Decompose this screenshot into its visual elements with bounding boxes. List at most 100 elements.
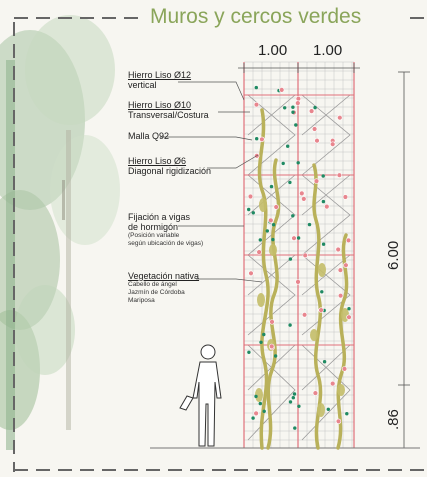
label-line: Diagonal rigidización — [128, 166, 212, 176]
label-line: vertical — [128, 80, 157, 90]
flower-dot — [311, 126, 318, 132]
label-sub-line: Cabello de ángel — [128, 281, 177, 288]
flower-dot — [301, 196, 307, 202]
leaf-dot — [283, 106, 287, 110]
label-hierro-10: Hierro Liso Ø10 Transversal/Costura — [128, 100, 248, 120]
flower-dot — [314, 138, 320, 144]
flower-dot — [268, 217, 274, 224]
leaf-dot — [259, 340, 263, 344]
leaf-dot — [296, 236, 301, 240]
human-silhouette — [179, 344, 222, 447]
flower-dot — [295, 100, 301, 106]
vine-leaves — [255, 198, 349, 417]
leaf-dot — [313, 105, 317, 110]
label-sub-line: según ubicación de vigas) — [128, 240, 204, 247]
leaf-dot — [254, 394, 258, 399]
module-width-right: 1.00 — [313, 42, 343, 59]
leaf-dot — [296, 161, 300, 165]
label-line: Fijación a vigas — [128, 212, 191, 222]
leaf-dot — [281, 161, 285, 166]
leaf-dot — [288, 257, 293, 261]
climbing-vines — [257, 108, 349, 450]
label-malla: Malla Q92 — [128, 131, 248, 141]
leaf-dot — [269, 184, 274, 189]
flower-dot — [336, 172, 343, 178]
leaf-dot — [291, 110, 295, 114]
flower-dot — [335, 418, 342, 424]
leaf-dot — [247, 350, 251, 354]
flower-dot — [279, 87, 285, 93]
leaf-dot — [322, 360, 327, 364]
flower-dot — [341, 366, 348, 372]
flower-dot — [248, 270, 254, 276]
flower-dot — [253, 101, 260, 108]
leaf-dot — [273, 354, 278, 358]
leaf-dot — [258, 238, 262, 242]
flower-dot — [318, 307, 324, 313]
flower-dot — [308, 108, 315, 114]
module-width-left: 1.00 — [258, 42, 288, 59]
flower-dot — [253, 410, 259, 417]
flower-dot — [337, 293, 344, 299]
label-hierro-12: Hierro Liso Ø12 vertical — [128, 70, 248, 90]
leaf-dot — [292, 392, 297, 396]
flower-dot — [345, 237, 352, 244]
leaf-dot — [288, 323, 292, 327]
diagonal-bracing — [247, 94, 351, 441]
leaf-dot — [291, 105, 295, 109]
leaf-dot — [258, 401, 262, 406]
leaf-dot — [254, 85, 258, 90]
leaf-dot — [251, 211, 255, 215]
flower-dot — [299, 190, 305, 197]
flower-dot — [335, 246, 341, 253]
leaf-dot — [288, 180, 292, 185]
flower-dot — [302, 252, 308, 259]
dashed-frame — [13, 17, 427, 472]
leaf-dot — [291, 396, 295, 400]
flower-dot — [301, 312, 308, 318]
label-hierro-6: Hierro Liso Ø6 Diagonal rigidización — [128, 156, 248, 176]
leader-lines — [160, 81, 263, 283]
label-sub-line: Mariposa — [128, 297, 155, 304]
flower-dot — [259, 136, 265, 143]
leaf-dot — [288, 400, 293, 404]
flower-dot — [247, 193, 254, 200]
transversal-bars — [244, 94, 354, 346]
diagram-title: Muros y cercos verdes — [150, 5, 362, 28]
leaf-dot — [321, 242, 326, 246]
leaf-dot — [291, 214, 295, 218]
flower-dot — [330, 141, 336, 147]
flower-dot — [324, 203, 330, 210]
leaf-dot — [271, 223, 276, 227]
flower-dot — [342, 194, 349, 200]
flower-dot — [295, 95, 302, 102]
leaf-dot — [247, 207, 251, 212]
leaf-dot — [321, 199, 326, 204]
leaf-dot — [286, 144, 290, 148]
leaf-dot — [251, 416, 255, 420]
flower-dot — [330, 380, 336, 387]
leaf-dot — [293, 426, 297, 430]
label-sub-line: Jazmín de Córdoba — [128, 289, 185, 296]
leaf-dot — [307, 222, 312, 227]
leaf-dot — [321, 174, 325, 178]
vegetation-dots — [247, 85, 352, 430]
flower-dot — [256, 249, 262, 255]
height-total: 6.00 — [385, 240, 402, 270]
flower-dot — [337, 114, 343, 121]
label-line: Vegetación nativa — [128, 271, 200, 281]
flower-dot — [346, 314, 352, 320]
leaf-dot — [271, 237, 275, 242]
flower-dot — [313, 178, 320, 184]
background-trees — [0, 15, 120, 450]
label-line: Hierro Liso Ø12 — [128, 70, 192, 80]
flower-dot — [295, 279, 301, 285]
leaf-dot — [294, 123, 298, 127]
flower-dot — [269, 319, 275, 325]
leaf-dot — [345, 412, 349, 416]
leaf-dot — [326, 407, 330, 411]
label-fijacion: Fijación a vigas de hormigón (Posición v… — [128, 212, 248, 248]
label-line: Malla Q92 — [128, 131, 170, 141]
